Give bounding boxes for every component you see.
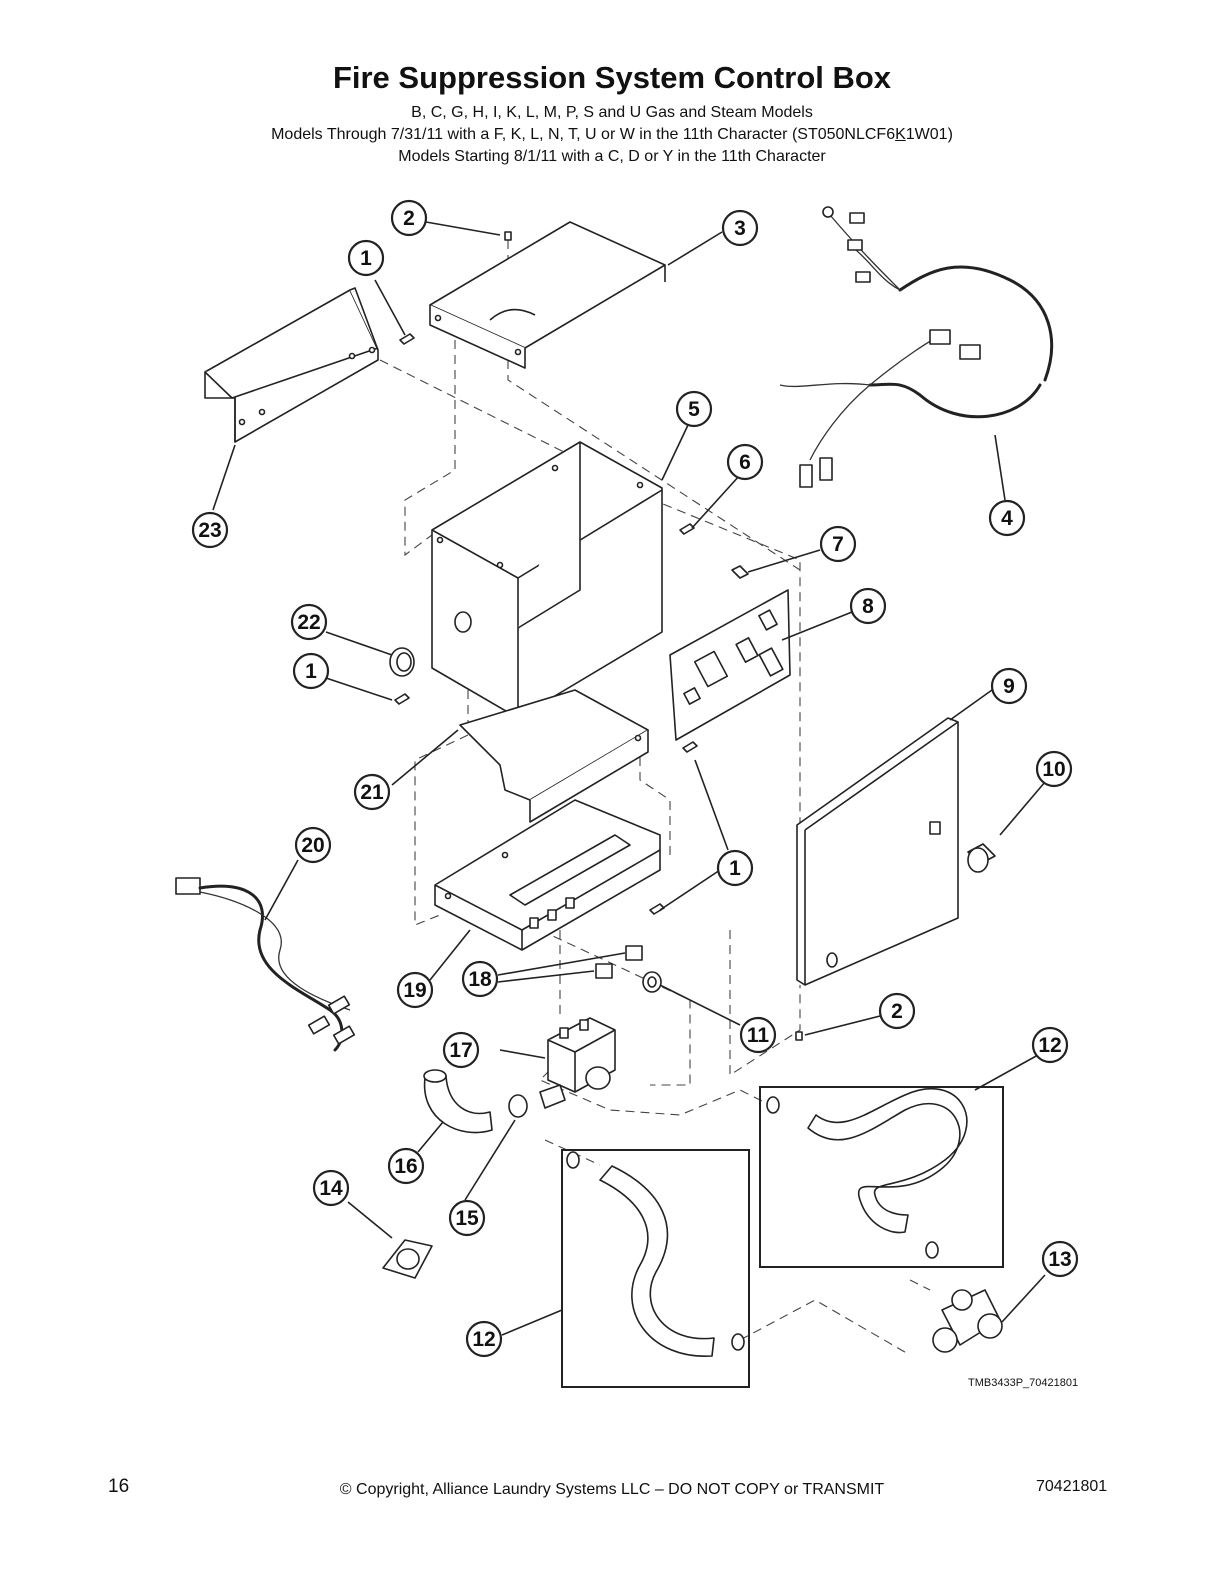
shield-plate-part bbox=[459, 689, 649, 823]
short-hose-part bbox=[423, 1069, 493, 1134]
angle-bracket-part bbox=[204, 287, 379, 443]
lock-part bbox=[967, 843, 996, 873]
callout-label: 6 bbox=[739, 451, 751, 474]
callout-label: 19 bbox=[403, 979, 426, 1002]
subtitle-through-date-a: Models Through 7/31/11 with a F, K, L, N… bbox=[271, 126, 896, 143]
callout-label: 10 bbox=[1042, 758, 1065, 781]
callout-label: 20 bbox=[301, 834, 324, 857]
grommet-part bbox=[389, 647, 415, 677]
callout-label: 22 bbox=[297, 611, 320, 634]
callout-16: 16 bbox=[387, 1147, 425, 1185]
water-valve-part bbox=[539, 1017, 616, 1109]
callout-22: 22 bbox=[290, 603, 328, 641]
callout-11: 11 bbox=[739, 1016, 777, 1054]
callout-12-upper: 12 bbox=[1031, 1026, 1069, 1064]
callout-2-top: 2 bbox=[390, 199, 428, 237]
callout-14: 14 bbox=[312, 1169, 350, 1207]
hose-frame-upper bbox=[759, 1086, 1004, 1268]
callout-label: 23 bbox=[198, 519, 221, 542]
callout-4: 4 bbox=[988, 499, 1026, 537]
subtitle-starting-date: Models Starting 8/1/11 with a C, D or Y … bbox=[398, 148, 826, 165]
subtitle-models: B, C, G, H, I, K, L, M, P, S and U Gas a… bbox=[411, 104, 813, 121]
callout-label: 2 bbox=[891, 1000, 903, 1023]
indicator-light-part bbox=[642, 971, 662, 993]
document-number: 70421801 bbox=[1036, 1478, 1108, 1495]
callout-label: 13 bbox=[1048, 1248, 1071, 1271]
callout-label: 5 bbox=[688, 398, 700, 421]
figure-reference: TMB3433P_70421801 bbox=[968, 1377, 1079, 1389]
callout-label: 12 bbox=[472, 1328, 495, 1351]
callout-23: 23 bbox=[191, 511, 229, 549]
callout-label: 9 bbox=[1003, 675, 1015, 698]
callout-label: 15 bbox=[455, 1207, 479, 1230]
leader-lines bbox=[212, 221, 1046, 1336]
circuit-board-part bbox=[669, 589, 791, 741]
callout-20: 20 bbox=[294, 826, 332, 864]
subtitle-through-date-underlined: K bbox=[895, 126, 906, 143]
callout-13: 13 bbox=[1041, 1240, 1079, 1278]
callout-6: 6 bbox=[726, 443, 764, 481]
switch-part bbox=[595, 945, 643, 979]
small-wire-harness-part bbox=[175, 877, 356, 1052]
page-title: Fire Suppression System Control Box bbox=[332, 60, 892, 95]
callout-3: 3 bbox=[721, 209, 759, 247]
callout-label: 1 bbox=[305, 660, 317, 683]
callout-label: 11 bbox=[747, 1024, 770, 1047]
front-cover-part bbox=[796, 717, 959, 986]
main-enclosure-part bbox=[431, 441, 663, 719]
callout-label: 12 bbox=[1038, 1034, 1061, 1057]
callout-10: 10 bbox=[1035, 750, 1073, 788]
copyright-notice: © Copyright, Alliance Laundry Systems LL… bbox=[339, 1481, 885, 1498]
callout-label: 21 bbox=[360, 781, 384, 804]
thermostat-part bbox=[382, 1239, 433, 1279]
callout-label: 7 bbox=[832, 533, 844, 556]
callout-18: 18 bbox=[461, 960, 499, 998]
subtitle-through-date-b: 1W01) bbox=[905, 126, 953, 143]
callout-label: 14 bbox=[319, 1177, 343, 1200]
callout-1-left: 1 bbox=[292, 652, 330, 690]
callout-1-top: 1 bbox=[347, 239, 385, 277]
clip-part bbox=[731, 565, 749, 579]
callout-label: 2 bbox=[403, 207, 415, 230]
callout-label: 1 bbox=[360, 247, 372, 270]
callout-label: 18 bbox=[468, 968, 492, 991]
callout-17: 17 bbox=[442, 1031, 480, 1069]
subtitle-through-date: Models Through 7/31/11 with a F, K, L, N… bbox=[0, 126, 1224, 144]
hose-clamp-part bbox=[508, 1094, 528, 1118]
callout-8: 8 bbox=[849, 587, 887, 625]
lower-housing-part bbox=[434, 799, 661, 951]
callout-19: 19 bbox=[396, 971, 434, 1009]
hose-frame-lower bbox=[561, 1149, 750, 1388]
callout-1-right: 1 bbox=[716, 849, 754, 887]
callout-label: 1 bbox=[729, 857, 741, 880]
callout-9: 9 bbox=[990, 667, 1028, 705]
callout-label: 3 bbox=[734, 217, 746, 240]
main-wire-harness-part bbox=[779, 206, 1053, 488]
callout-12-lower: 12 bbox=[465, 1320, 503, 1358]
callout-label: 17 bbox=[449, 1039, 472, 1062]
callout-7: 7 bbox=[819, 525, 857, 563]
callout-21: 21 bbox=[353, 773, 391, 811]
page-number: 16 bbox=[108, 1476, 130, 1497]
callout-2-bottom: 2 bbox=[878, 992, 916, 1030]
tee-fitting-part bbox=[932, 1289, 1003, 1353]
callout-15: 15 bbox=[448, 1199, 486, 1237]
callout-label: 4 bbox=[1001, 507, 1013, 530]
callout-label: 8 bbox=[862, 595, 874, 618]
callout-label: 16 bbox=[394, 1155, 417, 1178]
top-cover-part bbox=[429, 221, 666, 369]
callout-5: 5 bbox=[675, 390, 713, 428]
